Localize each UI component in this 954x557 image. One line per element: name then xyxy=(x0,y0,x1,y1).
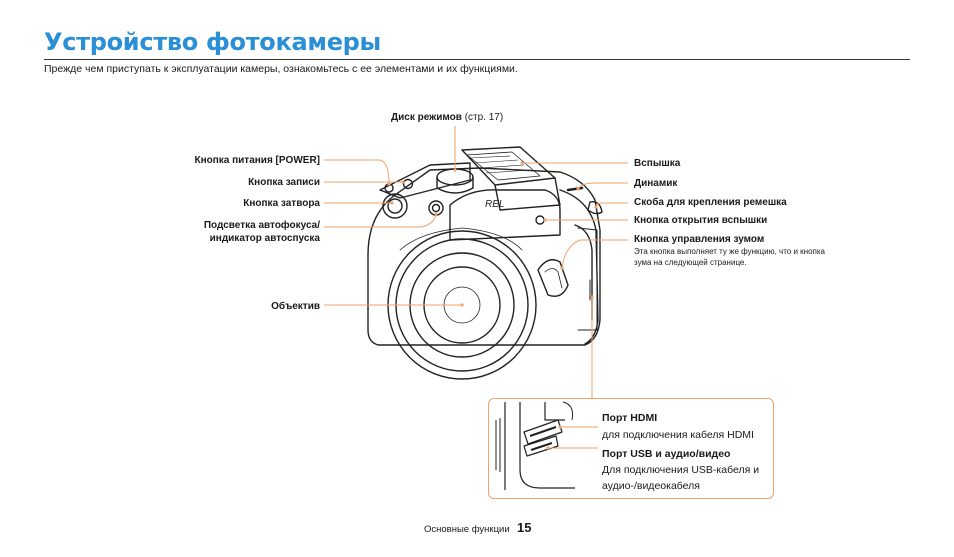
zoom-note-line1: Эта кнопка выполняет ту же функцию, что … xyxy=(634,247,825,256)
hdmi-port-illustration xyxy=(523,419,563,445)
label-zoom: Кнопка управления зумом xyxy=(634,234,765,245)
label-flash: Вспышка xyxy=(634,158,681,169)
zoom-note-line2: зума на следующей странице. xyxy=(634,258,747,267)
usb-desc: Для подключения USB-кабеля и аудио-/виде… xyxy=(602,462,759,494)
label-flash-open: Кнопка открытия вспышки xyxy=(634,215,768,226)
af-lamp-line1: Подсветка автофокуса/ xyxy=(203,220,320,231)
label-lens: Объектив xyxy=(271,301,320,312)
zoom-note: Эта кнопка выполняет ту же функцию, что … xyxy=(634,246,825,268)
af-lamp-line2: индикатор автоспуска xyxy=(209,233,320,244)
intro-text: Прежде чем приступать к эксплуатации кам… xyxy=(44,63,518,75)
page-number: 15 xyxy=(517,520,532,535)
leader-af-lamp xyxy=(324,213,437,228)
label-mode-dial: Диск режимов (стр. 17) xyxy=(391,111,503,124)
mode-dial-ref: (стр. 17) xyxy=(464,112,504,123)
leader-zoom xyxy=(561,239,628,269)
camera-body xyxy=(367,167,601,346)
svg-text:REL: REL xyxy=(485,199,504,210)
mode-dial-text: Диск режимов xyxy=(391,112,462,123)
label-strap: Скоба для крепления ремешка xyxy=(634,197,787,208)
footer-section: Основные функции xyxy=(424,524,510,535)
page-title: Устройство фотокамеры xyxy=(44,28,381,56)
zoom-lever xyxy=(537,259,569,297)
record-button xyxy=(402,178,414,190)
flash-open-button xyxy=(535,215,545,225)
usb-title: Порт USB и аудио/видео xyxy=(602,448,731,460)
usb-desc-line2: аудио-/видеокабеля xyxy=(602,480,700,492)
usb-desc-line1: Для подключения USB-кабеля и xyxy=(602,464,760,476)
hdmi-desc: для подключения кабеля HDMI xyxy=(602,429,754,441)
label-power: Кнопка питания [POWER] xyxy=(194,155,320,166)
speaker xyxy=(566,186,584,192)
label-shutter: Кнопка затвора xyxy=(243,198,320,209)
shutter-ring xyxy=(382,193,408,219)
shutter-button xyxy=(387,198,403,214)
label-record: Кнопка записи xyxy=(248,177,320,188)
ports-inset xyxy=(488,398,774,499)
label-speaker: Динамик xyxy=(634,178,678,189)
hdmi-title: Порт HDMI xyxy=(602,412,658,424)
port-inset-body xyxy=(504,402,575,490)
title-rule xyxy=(44,59,910,60)
strap-lug xyxy=(587,201,603,215)
label-af-lamp: Подсветка автофокуса/ индикатор автоспус… xyxy=(204,219,320,245)
usb-port-illustration xyxy=(523,435,559,457)
